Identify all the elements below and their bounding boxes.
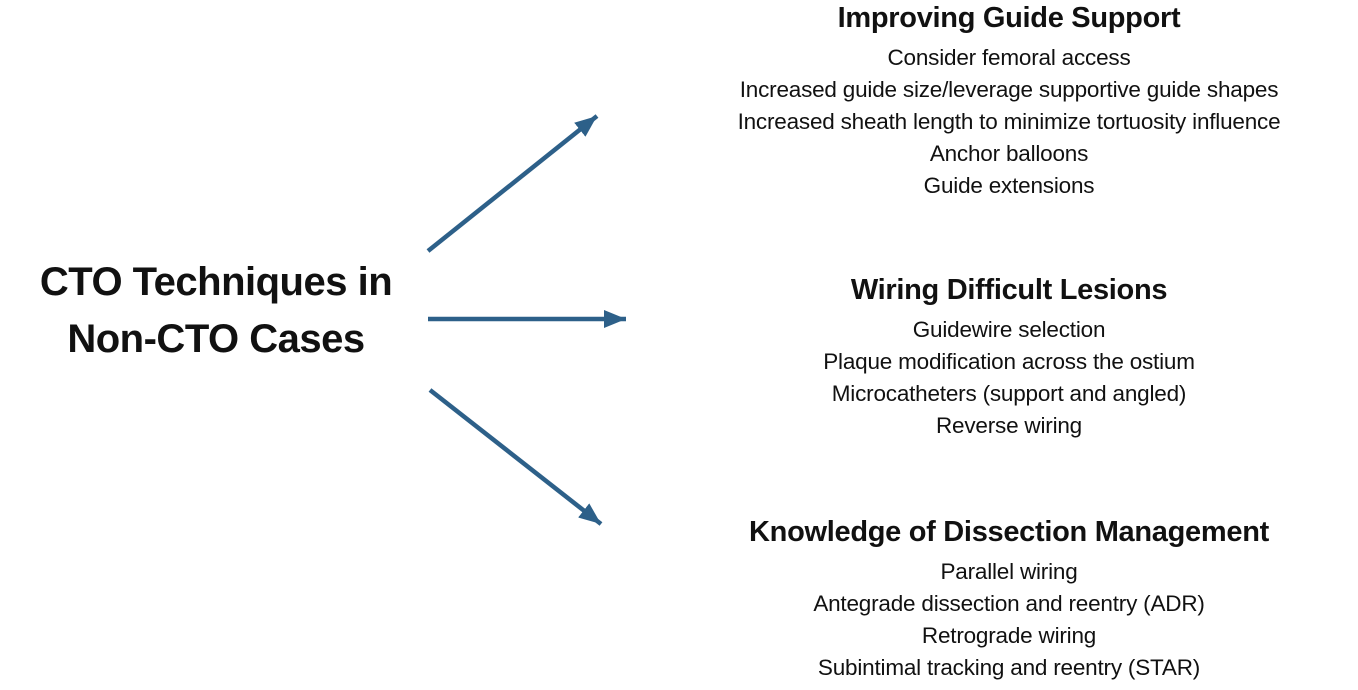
- section-item: Reverse wiring: [936, 413, 1082, 438]
- section-item: Guide extensions: [923, 173, 1095, 198]
- arrow-to-improving-guide-support: [426, 114, 599, 253]
- root-topic-line-1: CTO Techniques in: [39, 260, 393, 304]
- section-improving-guide-support: Improving Guide Support Consider femoral…: [660, 0, 1358, 202]
- section-item: Subintimal tracking and reentry (STAR): [817, 655, 1201, 680]
- section-heading: Improving Guide Support: [837, 2, 1181, 34]
- root-topic: CTO Techniques in Non-CTO Cases: [0, 254, 432, 368]
- section-heading: Knowledge of Dissection Management: [749, 516, 1269, 548]
- section-item: Anchor balloons: [929, 141, 1089, 166]
- arrow-to-knowledge-of-dissection-management: [428, 388, 603, 526]
- root-topic-line-2: Non-CTO Cases: [67, 317, 365, 361]
- section-item: Increased sheath length to minimize tort…: [737, 109, 1281, 134]
- section-item: Microcatheters (support and angled): [831, 381, 1187, 406]
- section-item: Plaque modification across the ostium: [823, 349, 1195, 374]
- section-item: Antegrade dissection and reentry (ADR): [813, 591, 1205, 616]
- section-item: Retrograde wiring: [921, 623, 1097, 648]
- section-item: Guidewire selection: [912, 317, 1106, 342]
- section-item: Increased guide size/leverage supportive…: [739, 77, 1279, 102]
- section-wiring-difficult-lesions: Wiring Difficult Lesions Guidewire selec…: [660, 272, 1358, 442]
- section-item: Consider femoral access: [887, 45, 1131, 70]
- section-heading: Wiring Difficult Lesions: [850, 274, 1168, 306]
- section-item: Parallel wiring: [940, 559, 1078, 584]
- section-item-list: Parallel wiring Antegrade dissection and…: [660, 556, 1358, 684]
- section-knowledge-of-dissection-management: Knowledge of Dissection Management Paral…: [660, 514, 1358, 684]
- section-item-list: Guidewire selection Plaque modification …: [660, 314, 1358, 442]
- section-item-list: Consider femoral access Increased guide …: [660, 42, 1358, 202]
